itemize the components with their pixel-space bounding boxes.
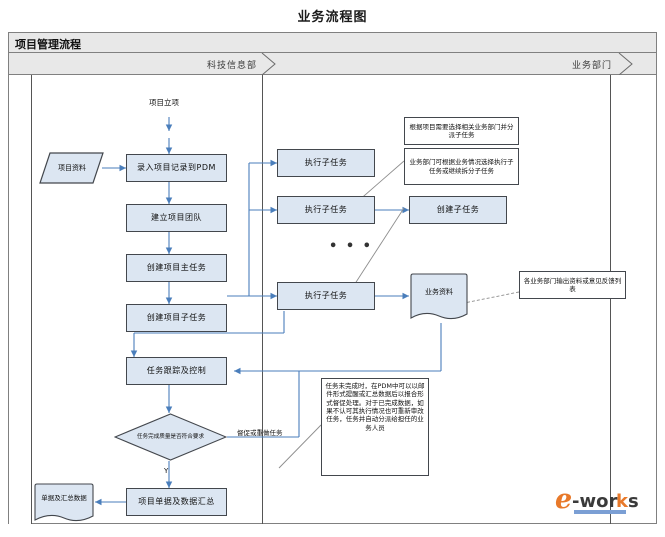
node-create-sub-task[interactable]: 创建项目子任务	[126, 304, 227, 332]
band-title: 项目管理流程	[9, 33, 656, 53]
lane-chevron-2	[618, 53, 634, 75]
lane-divider-right	[610, 75, 611, 524]
flowchart-canvas: 项目立项 项目资料 录入项目记录到PDM 建立项目团队 创建项目主任务 创建项目…	[9, 75, 656, 524]
edge-label-rework: 督促或重做任务	[237, 429, 283, 437]
svg-text:-wor: -wor	[572, 491, 617, 512]
lane-label-it: 科技信息部	[207, 61, 258, 71]
start-label: 项目立项	[149, 98, 179, 107]
note-split-subtasks: 业务部门可根据业务情况选择执行子任务或继续拆分子任务	[404, 148, 519, 185]
node-exec-sub-task-3[interactable]: 执行子任务	[277, 282, 375, 310]
node-track-control[interactable]: 任务跟踪及控制	[126, 357, 227, 385]
decision-quality-check[interactable]: 任务完成质量是否符合要求	[113, 413, 228, 461]
decision-yes-label: Y	[164, 467, 169, 475]
note-assign-subtasks: 根据项目需要选择相关业务部门并分派子任务	[404, 117, 519, 145]
ellipsis-marker: • • •	[329, 239, 373, 254]
node-enter-pdm[interactable]: 录入项目记录到PDM	[126, 154, 227, 182]
note-task-followup: 任务未完成时，在PDM中可以以邮件形式提醒或汇总数据后以报合形式督促处理。对于已…	[321, 378, 429, 476]
node-build-team[interactable]: 建立项目团队	[126, 204, 227, 232]
input-data-shape[interactable]: 项目资料	[39, 151, 105, 185]
node-exec-sub-task-1[interactable]: 执行子任务	[277, 149, 375, 177]
page-title: 业务流程图	[297, 10, 368, 25]
lane-chevron-1	[261, 53, 277, 75]
business-data-document[interactable]: 业务资料	[409, 272, 469, 324]
flowchart-frame: 项目管理流程 科技信息部 业务部门	[8, 32, 657, 524]
left-gutter	[9, 75, 32, 524]
eworks-logo: e -wor k s	[554, 483, 646, 517]
note-output-data: 各业务部门输出资料或意见反馈列表	[519, 271, 626, 299]
svg-text:k: k	[616, 491, 629, 512]
lane-label-business: 业务部门	[571, 61, 612, 71]
node-create-main-task[interactable]: 创建项目主任务	[126, 254, 227, 282]
svg-text:s: s	[628, 491, 639, 512]
lane-header-row: 科技信息部 业务部门	[9, 53, 656, 75]
node-create-sub-task-right[interactable]: 创建子任务	[409, 196, 507, 224]
node-exec-sub-task-2[interactable]: 执行子任务	[277, 196, 375, 224]
svg-text:e: e	[555, 484, 572, 515]
node-summary[interactable]: 项目单据及数据汇总	[126, 488, 227, 516]
lane-divider	[262, 75, 263, 524]
output-document[interactable]: 单据及汇总数据	[33, 483, 95, 525]
